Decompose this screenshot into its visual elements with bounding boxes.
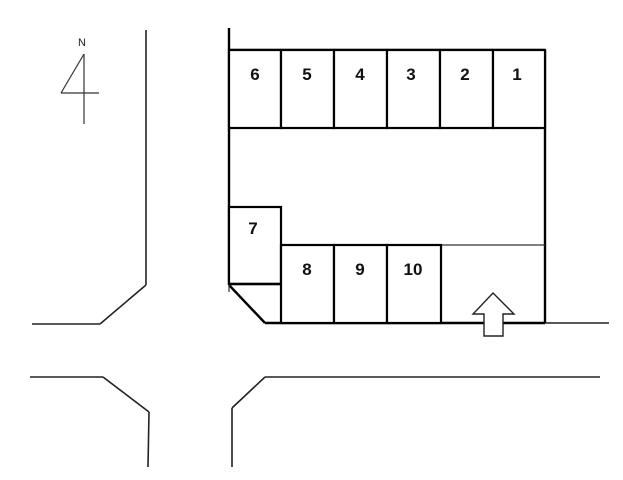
west-road-edge-lower: [147, 411, 150, 468]
space-6: 6: [227, 48, 283, 130]
space-label: 8: [302, 260, 311, 279]
north-arrow-icon: N: [60, 37, 99, 124]
space-7: 7: [227, 205, 283, 286]
space-label: 9: [355, 260, 364, 279]
space-label: 6: [250, 65, 259, 84]
roads: [30, 30, 609, 468]
space-label: 7: [248, 219, 257, 238]
space-label: 10: [404, 260, 423, 279]
west-road-corner-upper: [99, 284, 147, 325]
space-label: 2: [460, 65, 469, 84]
space-4: 4: [332, 48, 389, 130]
north-label: N: [78, 37, 86, 49]
space-10: 10: [385, 243, 443, 325]
space-label: 3: [406, 65, 415, 84]
space-label: 4: [355, 65, 365, 84]
space-9: 9: [332, 243, 389, 325]
west-road-corner-lower: [102, 376, 150, 413]
space-label: 1: [512, 65, 521, 84]
space-8: 8: [279, 243, 336, 325]
space-1: 1: [491, 48, 547, 130]
east-road-corner-lower: [231, 376, 266, 409]
space-5: 5: [279, 48, 336, 130]
space-2: 2: [438, 48, 495, 130]
up-arrow-icon: [471, 291, 516, 337]
space-3: 3: [385, 48, 442, 130]
space-label: 5: [302, 65, 311, 84]
